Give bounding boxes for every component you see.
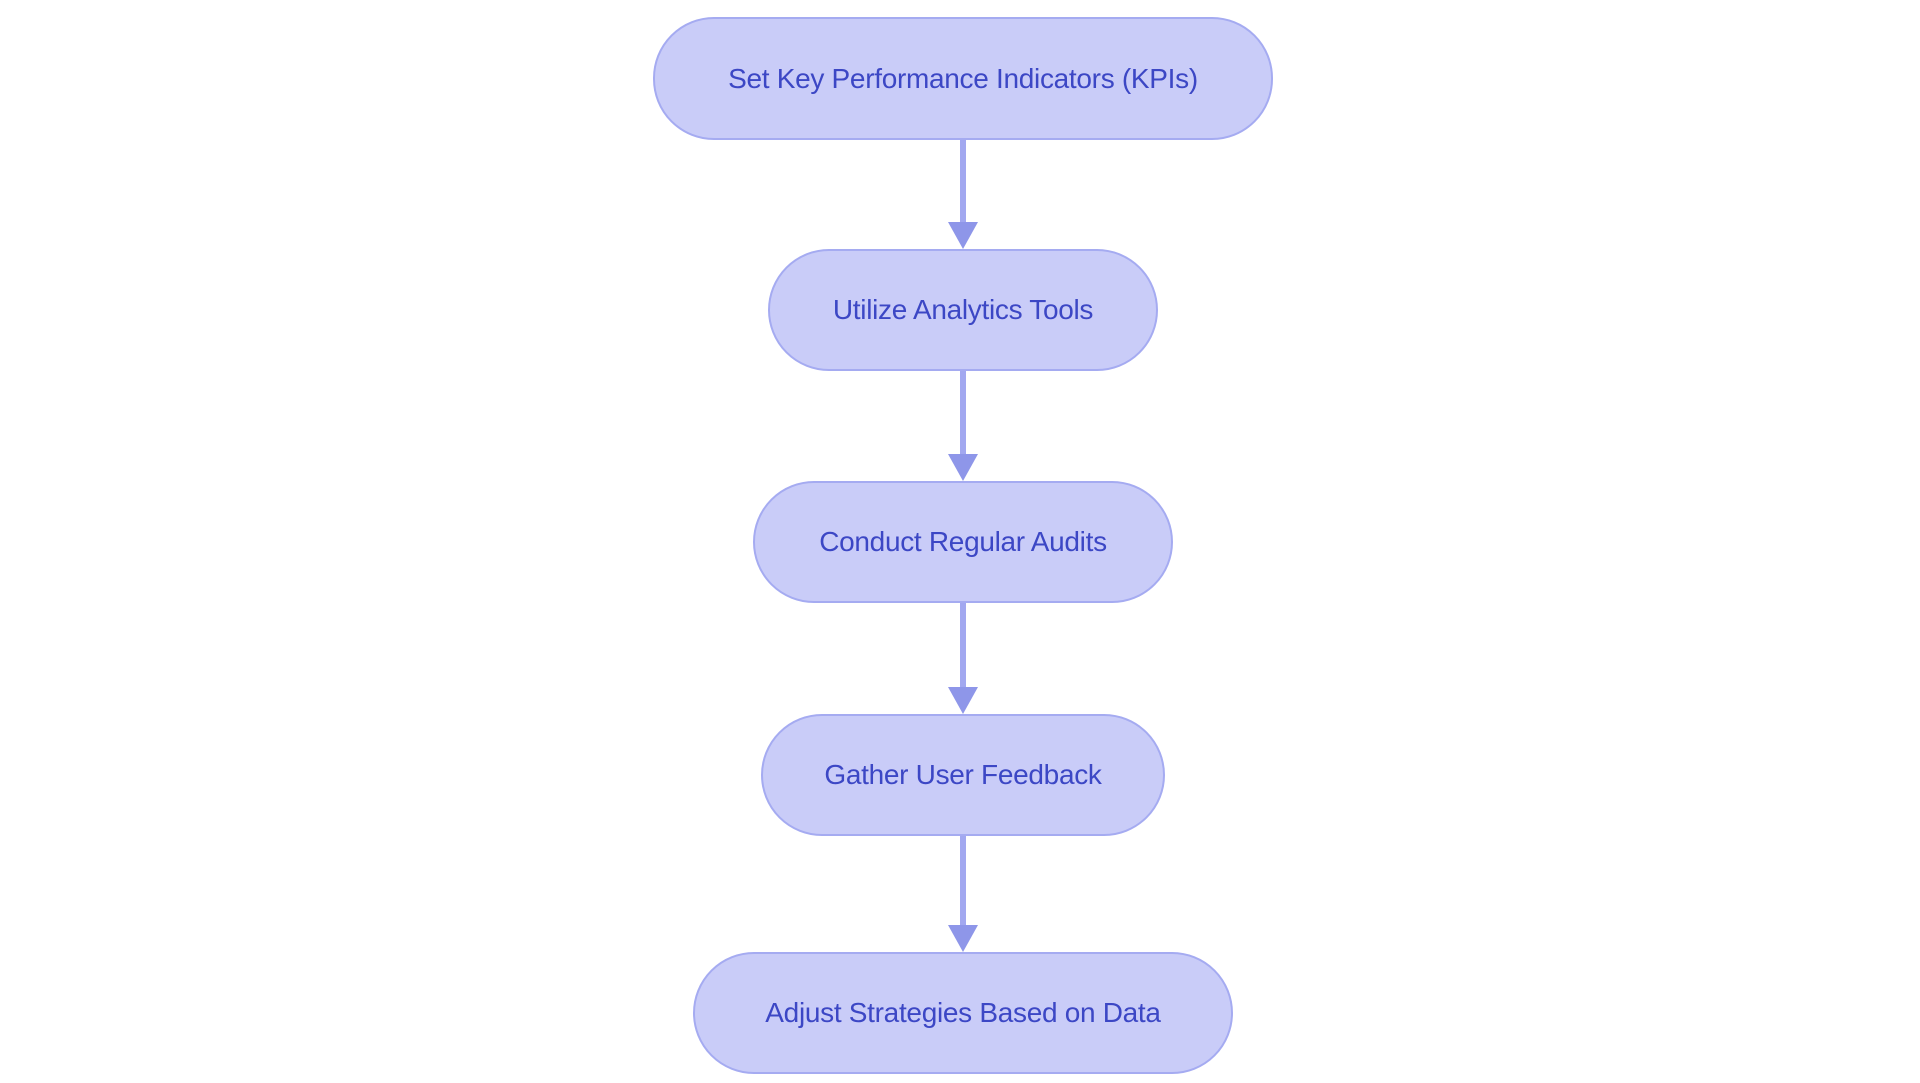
node-conduct-regular-audits: Conduct Regular Audits [753,481,1173,603]
flow-arrow-2 [930,371,996,481]
arrow-line [960,371,966,457]
flow-arrow-4 [930,836,996,952]
node-utilize-analytics-tools: Utilize Analytics Tools [768,249,1158,371]
arrow-head-icon [948,687,978,714]
node-label: Conduct Regular Audits [819,526,1107,558]
node-label: Adjust Strategies Based on Data [765,997,1161,1029]
node-label: Gather User Feedback [824,759,1102,791]
flow-arrow-1 [930,140,996,249]
flow-arrow-3 [930,603,996,714]
arrow-head-icon [948,925,978,952]
node-set-kpis: Set Key Performance Indicators (KPIs) [653,17,1273,140]
node-label: Set Key Performance Indicators (KPIs) [728,62,1198,94]
node-adjust-strategies: Adjust Strategies Based on Data [693,952,1233,1074]
arrow-line [960,603,966,690]
arrow-head-icon [948,222,978,249]
arrow-head-icon [948,454,978,481]
arrow-line [960,140,966,225]
node-label: Utilize Analytics Tools [832,294,1094,326]
node-gather-user-feedback: Gather User Feedback [761,714,1165,836]
arrow-line [960,836,966,928]
